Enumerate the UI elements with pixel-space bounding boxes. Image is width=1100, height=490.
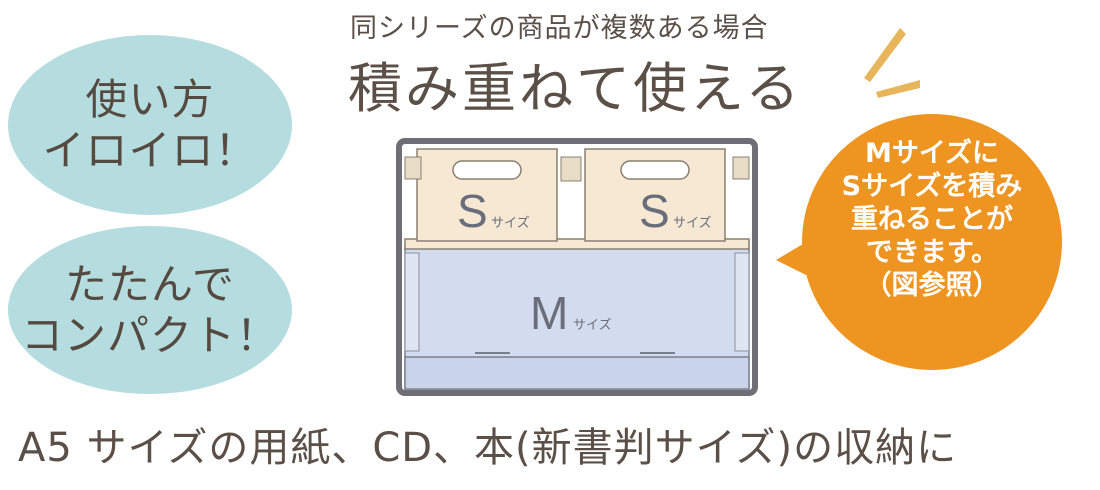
callout-text: Mサイズに Sサイズを積み 重ねることが できます。 （図参照） <box>812 138 1052 303</box>
bubble-line: コンパクト！ <box>20 311 279 360</box>
bubble-fold-compact: たたんで コンパクト！ <box>8 226 292 394</box>
header-title: 積み重ねて使える <box>348 57 803 120</box>
header-subtitle: 同シリーズの商品が複数ある場合 <box>350 13 769 44</box>
box-s-left-suffix: サイズ <box>491 215 530 230</box>
callout-speech-bubble <box>776 114 1062 370</box>
bubble-line: イロイロ！ <box>42 126 258 175</box>
bubble-line: たたんで <box>65 259 235 309</box>
callout-line: Sサイズを積み <box>841 170 1023 202</box>
sparkle-lines-icon <box>864 28 920 98</box>
box-s-right-suffix: サイズ <box>673 215 712 230</box>
bubble-usage-variety: 使い方 イロイロ！ <box>8 35 292 215</box>
box-m <box>404 246 750 390</box>
box-m-letter: M <box>530 287 568 339</box>
box-s-right-letter: S <box>639 185 670 237</box>
stacking-diagram: S サイズ S サイズ M サイズ <box>396 138 758 396</box>
box-s-left <box>404 148 558 242</box>
box-s-right <box>584 148 750 242</box>
footer-caption: A5 サイズの用紙、CD、本(新書判サイズ)の収納に <box>18 425 958 471</box>
bubble-line: 使い方 <box>85 74 215 124</box>
box-s-left-letter: S <box>457 185 488 237</box>
box-m-suffix: サイズ <box>573 317 612 332</box>
callout-line: できます。 <box>865 236 999 268</box>
callout-line: Mサイズに <box>864 138 1000 169</box>
callout-line: 重ねることが <box>851 203 1013 235</box>
callout-line: （図参照） <box>864 269 1000 301</box>
